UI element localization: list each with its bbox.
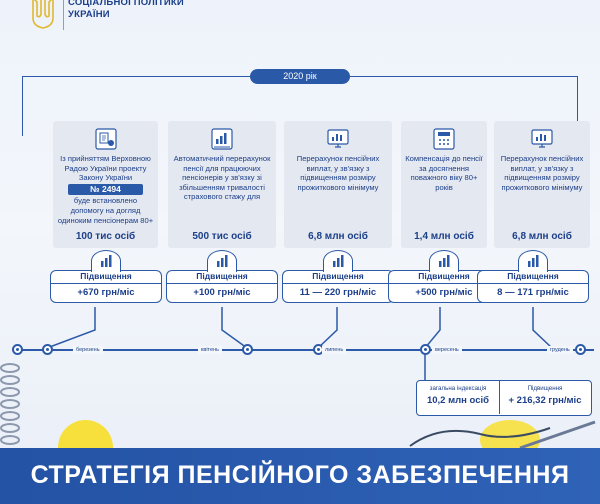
measure-card-3: Перерахунок пенсійних виплат, у зв'язку … <box>284 121 392 248</box>
header: СОЦІАЛЬНОЇ ПОЛІТИКИ УКРАЇНИ <box>0 0 600 40</box>
monitor-chart-icon <box>531 129 553 148</box>
measure-card-1-count: 100 тис осіб <box>75 231 136 242</box>
connector-4 <box>424 307 441 349</box>
increase-value: 8 — 171 грн/міс <box>477 283 589 303</box>
indexation-label: загальна індексація <box>429 385 487 392</box>
increase-box-3: Підвищення 11 — 220 грн/міс <box>282 250 394 307</box>
timeline-dot-september <box>420 344 431 355</box>
increase-icon-tab <box>207 250 237 272</box>
connector-1 <box>46 307 96 349</box>
footer-title: СТРАТЕГІЯ ПЕНСІЙНОГО ЗАБЕЗПЕЧЕННЯ <box>30 461 570 489</box>
money-growth-icon <box>439 255 450 267</box>
month-label-september: вересень <box>432 346 462 354</box>
measure-card-3-text: Перерахунок пенсійних виплат, у зв'язку … <box>296 154 380 192</box>
law-number-badge: № 2494 <box>68 183 143 196</box>
money-growth-icon <box>333 255 344 267</box>
month-label-april: квітень <box>198 346 222 354</box>
indexation-box: загальна індексація 10,2 млн осіб Підвищ… <box>416 380 592 416</box>
month-label-december: грудень <box>547 346 573 354</box>
indexation-increase-label: Підвищення <box>527 385 563 392</box>
measure-card-4-text: Компенсація до пенсії за досягнення пова… <box>405 154 483 192</box>
money-growth-icon <box>217 255 228 267</box>
indexation-increase-value: + 216,32 грн/міс <box>508 395 582 406</box>
increase-value: +670 грн/міс <box>50 283 162 303</box>
header-divider <box>63 0 64 30</box>
measure-card-1-text: Із прийняттям Верховною Радою України пр… <box>57 154 154 225</box>
indexation-right: Підвищення + 216,32 грн/міс <box>499 381 590 414</box>
timeline-start-dot <box>12 344 23 355</box>
calculator-document-icon <box>433 128 455 150</box>
month-label-july: липень <box>322 346 347 354</box>
measure-card-1: Із прийняттям Верховною Радою України пр… <box>53 121 158 248</box>
timeline-axis <box>18 349 594 351</box>
increase-box-4: Підвищення +500 грн/міс <box>388 250 500 307</box>
law-document-icon <box>94 128 117 150</box>
measure-card-1-text-before: Із прийняттям Верховною Радою України пр… <box>60 154 151 183</box>
timeline-dot-december <box>575 344 586 355</box>
notebook-spiral-icon <box>0 363 20 445</box>
measure-card-3-count: 6,8 млн осіб <box>308 231 368 242</box>
money-growth-icon <box>101 255 112 267</box>
connector-5 <box>532 307 553 349</box>
measure-card-2: Автоматичний перерахунок пенсії для прац… <box>168 121 276 248</box>
money-growth-icon <box>528 255 539 267</box>
increase-box-2: Підвищення +100 грн/міс <box>166 250 278 307</box>
increase-icon-tab <box>323 250 353 272</box>
year-label: 2020 рік <box>250 69 350 84</box>
footer-banner: СТРАТЕГІЯ ПЕНСІЙНОГО ЗАБЕЗПЕЧЕННЯ <box>0 448 600 504</box>
increase-icon-tab <box>91 250 121 272</box>
measure-card-1-text-after: буде встановлено допомогу на догляд один… <box>57 196 154 225</box>
increase-box-1: Підвищення +670 грн/міс <box>50 250 162 307</box>
connector-2 <box>221 307 248 349</box>
increase-value: +100 грн/міс <box>166 283 278 303</box>
measure-card-5-text: Перерахунок пенсійних виплат, у зв'язку … <box>500 154 584 192</box>
timeline-dot-march <box>42 344 53 355</box>
measure-card-5: Перерахунок пенсійних виплат, у зв'язку … <box>494 121 590 248</box>
ministry-name: СОЦІАЛЬНОЇ ПОЛІТИКИ УКРАЇНИ <box>68 0 184 21</box>
ministry-line-2: УКРАЇНИ <box>68 9 110 20</box>
trident-emblem-icon <box>32 0 54 29</box>
measure-card-2-count: 500 тис осіб <box>192 231 252 242</box>
chart-hand-icon <box>211 128 233 150</box>
increase-icon-tab <box>429 250 459 272</box>
measure-card-4-count: 1,4 млн осіб <box>414 231 474 242</box>
month-label-march: березень <box>73 346 103 354</box>
ministry-line-1: СОЦІАЛЬНОЇ ПОЛІТИКИ <box>68 0 184 8</box>
increase-box-5: Підвищення 8 — 171 грн/міс <box>477 250 589 307</box>
indexation-count: 10,2 млн осіб <box>426 395 490 406</box>
measure-card-2-text: Автоматичний перерахунок пенсії для прац… <box>173 154 271 202</box>
connector-3 <box>317 307 338 349</box>
glasses-pen-decor-icon <box>409 420 596 450</box>
measure-card-5-count: 6,8 млн осіб <box>512 231 572 242</box>
indexation-left: загальна індексація 10,2 млн осіб <box>417 381 499 414</box>
measure-card-4: Компенсація до пенсії за досягнення пова… <box>401 121 487 248</box>
monitor-chart-icon <box>327 129 349 148</box>
timeline-dot-april <box>242 344 253 355</box>
increase-icon-tab <box>518 250 548 272</box>
